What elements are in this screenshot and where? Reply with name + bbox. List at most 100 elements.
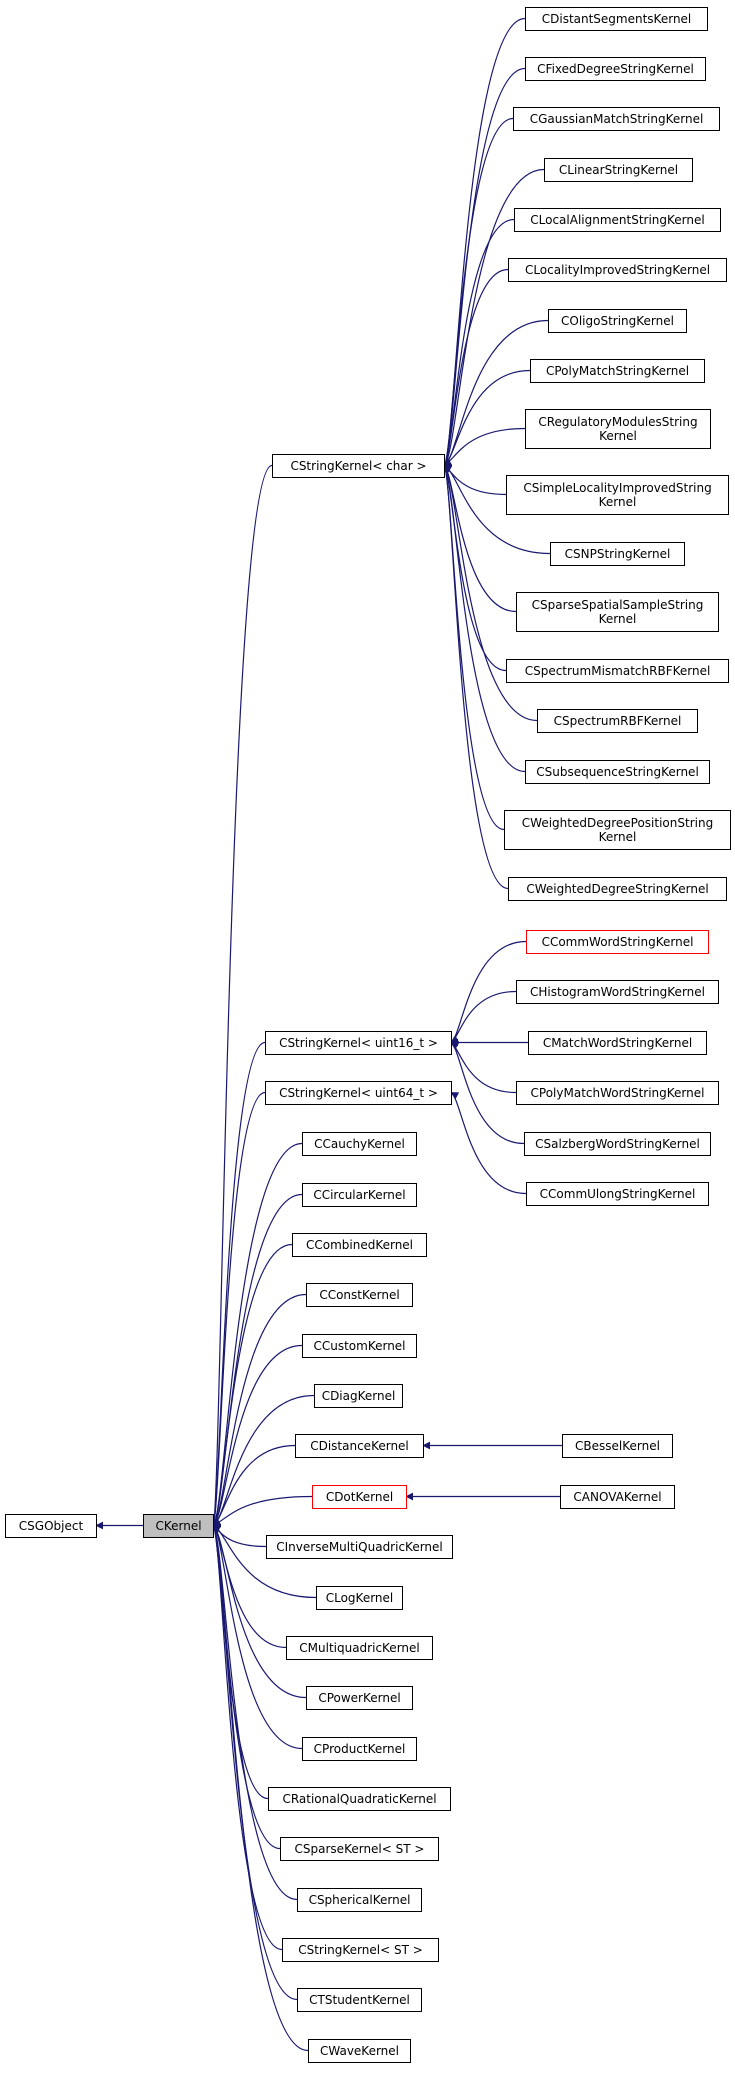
class-box-csg[interactable] — [5, 1514, 97, 1538]
class-box-prod[interactable] — [302, 1737, 417, 1761]
class-box-log[interactable] — [316, 1586, 403, 1610]
class-label-spher-line-0: CSphericalKernel — [309, 1893, 411, 1907]
class-node-comb[interactable]: CCombinedKernel — [292, 1233, 427, 1257]
class-node-specmis[interactable]: CSpectrumMismatchRBFKernel — [506, 659, 729, 683]
class-box-polym[interactable] — [530, 359, 705, 383]
class-node-lin[interactable]: CLinearStringKernel — [544, 158, 693, 182]
class-box-salz[interactable] — [524, 1132, 711, 1156]
class-node-dot[interactable]: CDotKernel — [312, 1485, 407, 1509]
class-box-sparsesp[interactable] — [516, 592, 719, 632]
class-box-circ[interactable] — [302, 1183, 417, 1207]
class-node-commword[interactable]: CCommWordStringKernel — [526, 930, 709, 954]
class-box-power[interactable] — [306, 1686, 413, 1710]
class-node-prod[interactable]: CProductKernel — [302, 1737, 417, 1761]
class-node-custom[interactable]: CCustomKernel — [302, 1334, 417, 1358]
class-box-commword[interactable] — [526, 930, 709, 954]
class-box-subseq[interactable] — [525, 760, 710, 784]
class-box-lin[interactable] — [544, 158, 693, 182]
class-box-matchw[interactable] — [528, 1031, 707, 1055]
class-node-spher[interactable]: CSphericalKernel — [297, 1888, 422, 1912]
class-node-matchw[interactable]: CMatchWordStringKernel — [528, 1031, 707, 1055]
class-box-oligo[interactable] — [548, 309, 687, 333]
class-node-oligo[interactable]: COligoStringKernel — [548, 309, 687, 333]
class-box-custom[interactable] — [302, 1334, 417, 1358]
class-box-wd[interactable] — [508, 877, 727, 901]
class-box-dot[interactable] — [312, 1485, 407, 1509]
class-node-skst[interactable]: CStringKernel< ST > — [282, 1938, 439, 1962]
class-node-invmq[interactable]: CInverseMultiQuadricKernel — [266, 1535, 453, 1559]
class-box-sparse[interactable] — [280, 1837, 439, 1861]
class-node-commulong[interactable]: CCommUlongStringKernel — [526, 1182, 709, 1206]
class-box-specrbf[interactable] — [537, 709, 698, 733]
class-node-specrbf[interactable]: CSpectrumRBFKernel — [537, 709, 698, 733]
class-node-fixed[interactable]: CFixedDegreeStringKernel — [525, 57, 706, 81]
class-node-wave[interactable]: CWaveKernel — [308, 2039, 411, 2063]
class-box-polymw[interactable] — [516, 1081, 719, 1105]
class-node-snp[interactable]: CSNPStringKernel — [550, 542, 685, 566]
class-box-invmq[interactable] — [266, 1535, 453, 1559]
class-box-simploc[interactable] — [506, 475, 729, 515]
class-box-sk16[interactable] — [265, 1031, 452, 1055]
class-node-power[interactable]: CPowerKernel — [306, 1686, 413, 1710]
class-box-ratq[interactable] — [268, 1787, 451, 1811]
class-box-regmod[interactable] — [525, 409, 711, 449]
class-box-commulong[interactable] — [526, 1182, 709, 1206]
class-node-anova[interactable]: CANOVAKernel — [560, 1485, 675, 1509]
class-box-gauss[interactable] — [513, 107, 720, 131]
class-box-wave[interactable] — [308, 2039, 411, 2063]
class-box-anova[interactable] — [560, 1485, 675, 1509]
class-box-locimp[interactable] — [508, 258, 727, 282]
class-node-circ[interactable]: CCircularKernel — [302, 1183, 417, 1207]
class-node-cauchy[interactable]: CCauchyKernel — [302, 1132, 417, 1156]
class-node-dist[interactable]: CDistanceKernel — [295, 1434, 424, 1458]
class-box-diag[interactable] — [314, 1384, 403, 1408]
class-node-locimp[interactable]: CLocalityImprovedStringKernel — [508, 258, 727, 282]
class-node-polym[interactable]: CPolyMatchStringKernel — [530, 359, 705, 383]
class-label-simploc-line-0: CSimpleLocalityImprovedString — [523, 481, 711, 495]
class-box-localal[interactable] — [514, 208, 721, 232]
class-box-dist[interactable] — [295, 1434, 424, 1458]
class-box-tstud[interactable] — [297, 1988, 422, 2012]
class-box-spher[interactable] — [297, 1888, 422, 1912]
class-node-const[interactable]: CConstKernel — [306, 1283, 413, 1307]
class-node-log[interactable]: CLogKernel — [316, 1586, 403, 1610]
class-box-specmis[interactable] — [506, 659, 729, 683]
class-node-polymw[interactable]: CPolyMatchWordStringKernel — [516, 1081, 719, 1105]
class-box-wdpos[interactable] — [504, 810, 731, 850]
class-node-multiq[interactable]: CMultiquadricKernel — [286, 1636, 433, 1660]
class-node-diag[interactable]: CDiagKernel — [314, 1384, 403, 1408]
class-box-fixed[interactable] — [525, 57, 706, 81]
class-box-bessel[interactable] — [562, 1434, 673, 1458]
class-node-sk64[interactable]: CStringKernel< uint64_t > — [265, 1081, 452, 1105]
class-box-const[interactable] — [306, 1283, 413, 1307]
class-node-histo[interactable]: CHistogramWordStringKernel — [516, 980, 719, 1004]
class-box-ck[interactable] — [143, 1514, 214, 1538]
class-node-sparse[interactable]: CSparseKernel< ST > — [280, 1837, 439, 1861]
class-node-gauss[interactable]: CGaussianMatchStringKernel — [513, 107, 720, 131]
class-node-csg[interactable]: CSGObject — [5, 1514, 97, 1538]
class-box-histo[interactable] — [516, 980, 719, 1004]
class-node-localal[interactable]: CLocalAlignmentStringKernel — [514, 208, 721, 232]
class-box-multiq[interactable] — [286, 1636, 433, 1660]
class-box-cauchy[interactable] — [302, 1132, 417, 1156]
class-node-subseq[interactable]: CSubsequenceStringKernel — [525, 760, 710, 784]
class-box-dseg[interactable] — [525, 7, 708, 31]
class-node-tstud[interactable]: CTStudentKernel — [297, 1988, 422, 2012]
class-node-wd[interactable]: CWeightedDegreeStringKernel — [508, 877, 727, 901]
class-node-dseg[interactable]: CDistantSegmentsKernel — [525, 7, 708, 31]
class-box-sk64[interactable] — [265, 1081, 452, 1105]
class-node-bessel[interactable]: CBesselKernel — [562, 1434, 673, 1458]
class-box-snp[interactable] — [550, 542, 685, 566]
class-box-sk_char[interactable] — [272, 454, 445, 478]
class-node-ratq[interactable]: CRationalQuadraticKernel — [268, 1787, 451, 1811]
class-node-sk16[interactable]: CStringKernel< uint16_t > — [265, 1031, 452, 1055]
class-node-salz[interactable]: CSalzbergWordStringKernel — [524, 1132, 711, 1156]
class-node-sk_char[interactable]: CStringKernel< char > — [272, 454, 445, 478]
class-box-comb[interactable] — [292, 1233, 427, 1257]
class-node-ck[interactable]: CKernel — [143, 1514, 214, 1538]
class-box-skst[interactable] — [282, 1938, 439, 1962]
